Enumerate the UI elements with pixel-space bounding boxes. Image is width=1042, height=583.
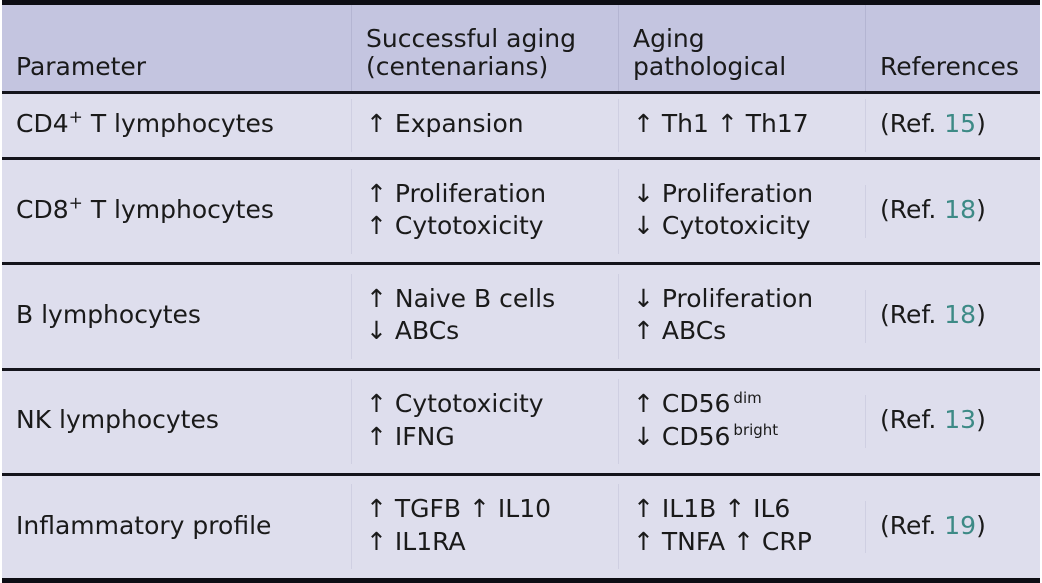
- parameter-superscript: +: [68, 108, 83, 129]
- reference-text: (Ref. 18): [880, 195, 986, 225]
- aging-pathological-line-2: ↑ ABCs: [633, 316, 727, 346]
- column-header-references-label: References: [880, 51, 1019, 81]
- cell-successful-aging: ↑ Proliferation↑ Cytotoxicity: [351, 158, 619, 266]
- trend-arrow-icon: ↑: [366, 494, 387, 524]
- cell-references: (Ref. 18): [865, 158, 1040, 266]
- table-row: CD8+ T lymphocytes ↑ Proliferation↑ Cytot…: [2, 158, 1040, 266]
- cell-aging-pathological: ↓ Proliferation↓ Cytotoxicity: [618, 158, 866, 266]
- table-row: Inflammatory profile ↑ TGFB ↑ IL10↑ IL1RA…: [2, 474, 1040, 581]
- trend-arrow-icon: ↑: [366, 389, 387, 419]
- marker-superscript: bright: [733, 421, 779, 440]
- successful-aging-line-1: ↑ Cytotoxicity: [366, 389, 544, 419]
- parameter-name: CD8+ T lymphocytes: [16, 193, 274, 225]
- column-header-aging-pathological-line1: Aging: [633, 23, 705, 53]
- table-row: B lymphocytes↑ Naive B cells↓ ABCs↓ Prol…: [2, 263, 1040, 371]
- trend-arrow-icon: ↑: [366, 178, 387, 208]
- reference-text: (Ref. 19): [880, 510, 986, 540]
- trend-arrow-icon: ↓: [366, 316, 387, 346]
- column-header-successful-aging-line2: (centenarians): [366, 51, 549, 81]
- cell-aging-pathological: ↑ IL1B ↑ IL6↑ TNFA ↑ CRP: [618, 474, 866, 581]
- successful-aging-line-1: ↑ Proliferation: [366, 178, 547, 208]
- successful-aging-line-1: ↑ Naive B cells: [366, 283, 556, 313]
- reference-text: (Ref. 13): [880, 405, 986, 435]
- column-header-references: References: [865, 2, 1040, 94]
- trend-arrow-icon: ↑: [366, 211, 387, 241]
- trend-arrow-icon: ↑: [366, 283, 387, 313]
- successful-aging-line-2: ↑ IL1RA: [366, 526, 466, 556]
- reference-number[interactable]: 19: [944, 510, 977, 540]
- parameter-name: B lymphocytes: [16, 300, 201, 330]
- cell-parameter: CD4+ T lymphocytes: [2, 92, 352, 161]
- column-header-aging-pathological-line2: pathological: [633, 51, 787, 81]
- reference-number[interactable]: 13: [944, 405, 977, 435]
- cell-parameter: NK lymphocytes: [2, 369, 352, 476]
- cell-aging-pathological: ↑ Th1 ↑ Th17: [618, 92, 866, 161]
- cell-parameter: Inflammatory profile: [2, 474, 352, 581]
- header-row: Parameter Successful aging (centenarians…: [2, 2, 1040, 94]
- column-header-successful-aging: Successful aging (centenarians): [351, 2, 619, 94]
- cell-references: (Ref. 15): [865, 92, 1040, 161]
- successful-aging-line-2: ↑ Cytotoxicity: [366, 211, 544, 241]
- cell-parameter: CD8+ T lymphocytes: [2, 158, 352, 266]
- successful-aging-line-2: ↓ ABCs: [366, 316, 460, 346]
- parameter-name: NK lymphocytes: [16, 405, 219, 435]
- table-header: Parameter Successful aging (centenarians…: [2, 2, 1040, 94]
- aging-pathological-line-1: ↓ Proliferation: [633, 178, 814, 208]
- column-header-parameter: Parameter: [2, 2, 352, 94]
- cell-successful-aging: ↑ Naive B cells↓ ABCs: [351, 263, 619, 371]
- marker-superscript: dim: [733, 388, 762, 407]
- cell-successful-aging: ↑ TGFB ↑ IL10↑ IL1RA: [351, 474, 619, 581]
- parameter-name: Inflammatory profile: [16, 510, 272, 540]
- parameter-superscript: +: [68, 193, 83, 214]
- trend-arrow-icon: ↑: [366, 421, 387, 451]
- trend-arrow-icon: ↑: [633, 389, 654, 419]
- successful-aging-line-2: ↑ IFNG: [366, 421, 455, 451]
- trend-arrow-icon: ↑: [366, 109, 387, 139]
- reference-text: (Ref. 18): [880, 300, 986, 330]
- aging-pathological-line-2: ↑ TNFA ↑ CRP: [633, 526, 812, 556]
- cell-references: (Ref. 13): [865, 369, 1040, 476]
- column-header-aging-pathological: Aging pathological: [618, 2, 866, 94]
- cell-successful-aging: ↑ Expansion: [351, 92, 619, 161]
- aging-pathological-line-1: ↑ Th1 ↑ Th17: [633, 109, 809, 139]
- aging-pathological-line-1: ↓ Proliferation: [633, 283, 814, 313]
- reference-number[interactable]: 18: [944, 300, 977, 330]
- parameter-name: CD4+ T lymphocytes: [16, 108, 274, 139]
- cell-parameter: B lymphocytes: [2, 263, 352, 371]
- reference-number[interactable]: 18: [944, 195, 977, 225]
- column-header-successful-aging-line1: Successful aging: [366, 23, 577, 53]
- cell-references: (Ref. 19): [865, 474, 1040, 581]
- trend-arrow-icon: ↑: [366, 526, 387, 556]
- aging-pathological-line-1: ↑ IL1B ↑ IL6: [633, 494, 791, 524]
- reference-text: (Ref. 15): [880, 109, 986, 139]
- table-body: CD4+ T lymphocytes ↑ Expansion ↑ Th1 ↑ Th1…: [2, 92, 1040, 581]
- table-row: CD4+ T lymphocytes ↑ Expansion ↑ Th1 ↑ Th1…: [2, 92, 1040, 161]
- cell-aging-pathological: ↓ Proliferation↑ ABCs: [618, 263, 866, 371]
- trend-arrow-icon: ↓: [633, 421, 654, 451]
- aging-pathological-line-2: ↓ Cytotoxicity: [633, 211, 811, 241]
- column-header-parameter-label: Parameter: [16, 51, 147, 81]
- successful-aging-line-1: ↑ TGFB ↑ IL10: [366, 494, 552, 524]
- table-row: NK lymphocytes↑ Cytotoxicity↑ IFNG↑ CD56…: [2, 369, 1040, 476]
- successful-aging-line-1: ↑ Expansion: [366, 109, 524, 139]
- cell-references: (Ref. 18): [865, 263, 1040, 371]
- reference-number[interactable]: 15: [944, 109, 977, 139]
- cell-successful-aging: ↑ Cytotoxicity↑ IFNG: [351, 369, 619, 476]
